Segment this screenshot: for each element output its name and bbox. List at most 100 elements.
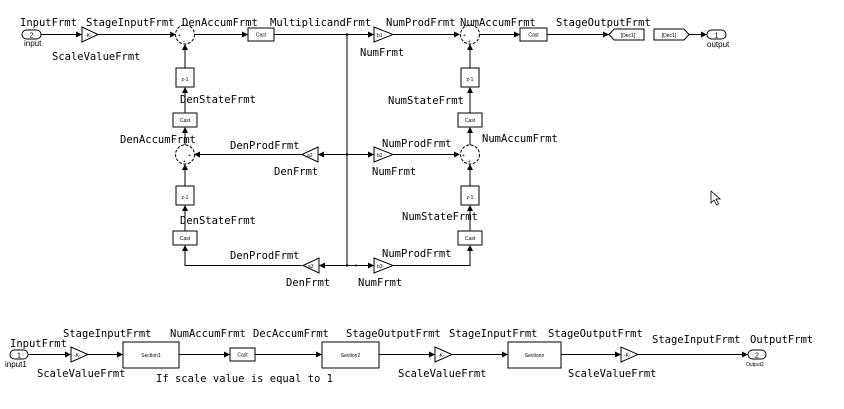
signal-label: StageInputFrmt	[652, 334, 741, 346]
convert-label: Cast	[465, 236, 476, 242]
signal-label: StageInputFrmt	[86, 17, 175, 29]
annotation-note: If scale value is equal to 1	[156, 373, 333, 385]
signal-label: DenStateFrmt	[180, 215, 256, 227]
convert-block[interactable]: Cast	[457, 230, 483, 246]
delay-label: z-1	[467, 77, 474, 83]
gain-value: -K-	[438, 353, 445, 359]
outport-label: output	[707, 40, 730, 49]
signal-label: NumProdFrmt	[382, 138, 452, 150]
gain-a3[interactable]: a3	[301, 257, 320, 274]
signal-label: DenAccumFrmt	[120, 134, 196, 146]
delay-block[interactable]: z-1	[175, 185, 195, 206]
signal-label: ScaleValueFrmt	[52, 51, 141, 63]
signal-label: ScaleValueFrmt	[37, 368, 126, 380]
signal-label: DecAccumFrmt	[253, 328, 329, 340]
scale-gain-block[interactable]: -K-	[70, 346, 90, 363]
convert-label: Cast	[256, 33, 267, 39]
sum-sign: -	[183, 39, 185, 45]
sum-sign: +	[463, 33, 466, 39]
signal-label: StageOutputFrmt	[548, 328, 643, 340]
convert-block[interactable]: Cast	[172, 112, 198, 128]
signal-label: NumProdFrmt	[382, 248, 452, 260]
signal-label: DenProdFrmt	[230, 250, 300, 262]
inport-label: input	[24, 39, 42, 48]
inport-number: 2	[29, 31, 33, 40]
signal-label: StageOutputFrmt	[346, 328, 441, 340]
convert-block[interactable]: Cast	[229, 347, 256, 362]
sum-sign: +	[468, 39, 471, 45]
outport-label: Output2	[746, 362, 764, 368]
scale-gain-block[interactable]: -K-	[620, 346, 640, 363]
scale-gain-block[interactable]: -K-	[81, 26, 100, 43]
signal-label: NumAccumFrmt	[170, 328, 246, 340]
section-n-block[interactable]: Sectionn	[507, 341, 562, 369]
signal-label: ScaleValueFrmt	[568, 368, 657, 380]
signal-label: NumFrmt	[358, 277, 402, 289]
gain-value: b3	[377, 264, 383, 270]
wire	[182, 245, 302, 266]
delay-block[interactable]: z-1	[460, 67, 480, 88]
convert-block[interactable]: Cast	[457, 112, 483, 128]
gain-a2[interactable]: a2	[300, 146, 319, 163]
delay-label: z-1	[467, 195, 474, 201]
outport-1[interactable]: 1	[706, 29, 727, 40]
goto-block[interactable]: [Dec1]	[608, 28, 645, 41]
signal-label: NumProdFrmt	[386, 17, 456, 29]
wire	[393, 245, 473, 266]
section-label: Section1	[141, 353, 161, 359]
delay-block[interactable]: z-1	[460, 185, 480, 206]
signal-label: DenFrmt	[286, 277, 330, 289]
gain-value: b1	[377, 33, 383, 39]
signal-label: NumAccumFrmt	[460, 17, 536, 29]
sum-block-den-mid[interactable]: + +	[175, 144, 195, 165]
sum-sign: +	[462, 153, 465, 159]
delay-label: z-1	[182, 195, 189, 201]
gain-value: a3	[308, 264, 314, 270]
inport-number: 1	[17, 351, 21, 360]
gain-b2[interactable]: b2	[373, 146, 395, 163]
signal-label: ScaleValueFrmt	[398, 368, 487, 380]
signal-label: NumFrmt	[360, 47, 404, 59]
convert-block[interactable]: Cast	[172, 230, 198, 246]
signal-label: DenProdFrmt	[230, 140, 300, 152]
gain-value: b2	[377, 153, 383, 159]
signal-label: NumFrmt	[372, 166, 416, 178]
signal-label: StageInputFrmt	[63, 328, 152, 340]
inport-1[interactable]: 1	[9, 349, 29, 360]
convert-block[interactable]: Cast	[247, 27, 275, 42]
outport-2[interactable]: 2	[747, 349, 767, 360]
signal-label: InputFrmt	[10, 338, 67, 350]
signal-label: DenFrmt	[274, 166, 318, 178]
sum-sign: +	[183, 159, 186, 165]
sum-block-num-mid[interactable]: + +	[460, 144, 480, 165]
section-2-block[interactable]: Section2	[321, 341, 380, 369]
convert-block[interactable]: Cast	[519, 27, 548, 42]
gain-value: -K-	[74, 353, 81, 359]
outport-number: 1	[714, 31, 718, 40]
delay-label: z-1	[182, 77, 189, 83]
signal-label: DenStateFrmt	[180, 94, 256, 106]
gain-b1[interactable]: b1	[373, 26, 395, 43]
sum-sign: +	[188, 153, 191, 159]
section-1-block[interactable]: Section1	[122, 341, 180, 369]
section-label: Section2	[341, 353, 361, 359]
signal-label: DenAccumFrmt	[182, 17, 258, 29]
signal-label: InputFrmt	[20, 17, 77, 29]
scale-gain-block[interactable]: -K-	[434, 346, 454, 363]
goto-tag: [Dec1]	[621, 33, 636, 39]
branch-point	[345, 153, 349, 156]
convert-label: Cast	[237, 353, 248, 359]
signal-label: StageInputFrmt	[449, 328, 538, 340]
delay-block[interactable]: z-1	[175, 67, 195, 88]
gain-b3[interactable]: b3	[373, 257, 395, 274]
from-block[interactable]: [Dec1]	[653, 28, 690, 41]
signal-label: NumStateFrmt	[402, 211, 478, 223]
signal-label: NumStateFrmt	[388, 95, 464, 107]
convert-label: Cast	[180, 236, 191, 242]
section-label: Sectionn	[525, 353, 545, 359]
convert-label: Cast	[465, 118, 476, 124]
mouse-pointer-icon	[710, 190, 722, 206]
gain-value: -K-	[624, 353, 631, 359]
gain-value: -K-	[85, 33, 92, 39]
